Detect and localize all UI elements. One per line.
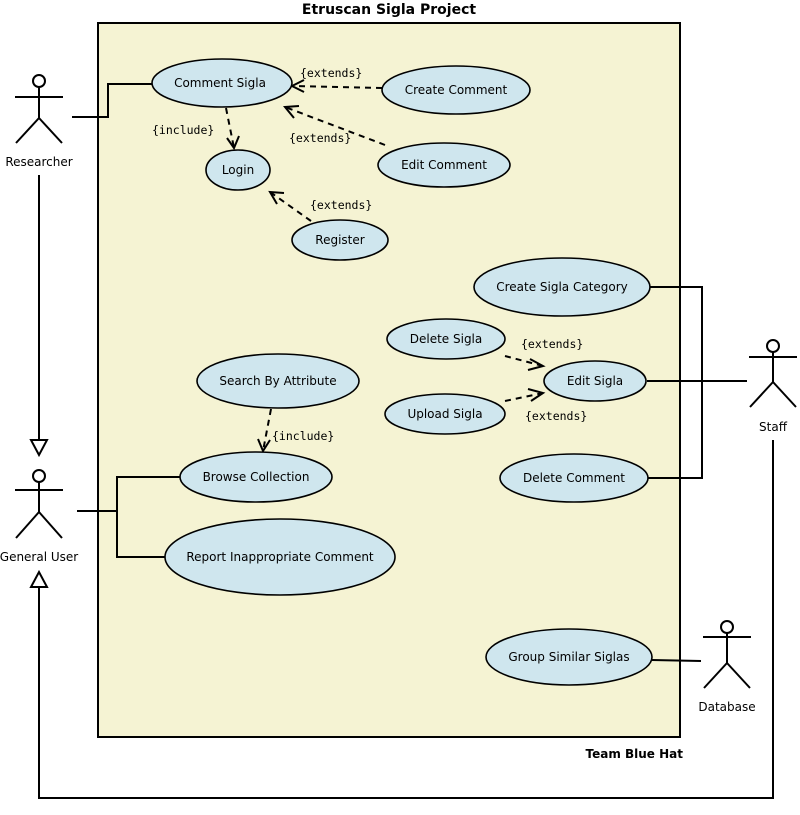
stick-figure-icon (749, 339, 797, 408)
dep-arrow-browse (257, 438, 271, 454)
use-case-label: Create Sigla Category (496, 280, 628, 294)
use-case-delete-sigla[interactable]: Delete Sigla (386, 318, 506, 360)
dep-arrow-login (226, 135, 240, 151)
use-case-label: Group Similar Siglas (508, 650, 629, 664)
generalization-arrowhead-down (29, 439, 49, 458)
use-case-create-sigla-category[interactable]: Create Sigla Category (473, 257, 651, 317)
actor-label: Researcher (5, 155, 72, 169)
use-case-label: Delete Sigla (410, 332, 483, 346)
use-case-edit-comment[interactable]: Edit Comment (377, 142, 511, 188)
assoc-researcher-comment-sigla (72, 83, 152, 118)
generalization-arrowhead-up (29, 569, 49, 588)
use-case-label: Browse Collection (203, 470, 310, 484)
actor-label: Staff (759, 420, 788, 434)
actor-general-user[interactable]: General User (0, 469, 78, 564)
actor-label: General User (0, 550, 78, 564)
use-case-label: Search By Attribute (219, 374, 336, 388)
actor-database[interactable]: Database (698, 620, 756, 714)
stick-figure-icon (15, 74, 63, 144)
dep-arrow-upload-sigla (527, 388, 546, 402)
label-extends-register: {extends} (310, 198, 372, 212)
dep-arrow-edit-comment (283, 105, 300, 119)
dep-comment-sigla-include-login (225, 107, 235, 149)
dep-arrow-register (268, 190, 285, 205)
assoc-general-user-report (116, 511, 165, 558)
use-case-label: Create Comment (405, 83, 508, 97)
dep-edit-comment-extends (284, 106, 386, 146)
team-label: Team Blue Hat (585, 747, 683, 761)
label-extends-edit-comment: {extends} (289, 131, 351, 145)
stick-figure-icon (15, 469, 63, 539)
generalizations (29, 175, 774, 799)
use-case-search-by-attribute[interactable]: Search By Attribute (196, 353, 360, 409)
dep-create-comment-extends (291, 85, 383, 89)
use-case-label: Edit Comment (401, 158, 487, 172)
stereotype-labels: {extends} {extends} {include} {extends} … (152, 66, 587, 443)
use-case-login[interactable]: Login (205, 149, 271, 191)
actor-researcher[interactable]: Researcher (5, 74, 73, 169)
use-case-create-comment[interactable]: Create Comment (381, 65, 531, 115)
use-case-label: Upload Sigla (407, 407, 482, 421)
label-include-browse: {include} (272, 429, 334, 443)
use-case-comment-sigla[interactable]: Comment Sigla (151, 58, 293, 108)
dep-register-extends (269, 191, 312, 222)
use-case-label: Delete Comment (523, 471, 625, 485)
dep-arrow-delete-sigla (527, 358, 546, 371)
stick-figure-icon (703, 620, 751, 689)
use-case-edit-sigla[interactable]: Edit Sigla (543, 360, 647, 402)
assoc-general-user-browse (77, 476, 180, 512)
label-include-login: {include} (152, 123, 214, 137)
label-extends-create-comment: {extends} (300, 66, 362, 80)
use-case-label: Report Inappropriate Comment (186, 550, 374, 564)
use-case-browse-collection[interactable]: Browse Collection (179, 451, 333, 503)
use-case-delete-comment[interactable]: Delete Comment (499, 453, 649, 503)
label-extends-delete-sigla: {extends} (521, 337, 583, 351)
generalization-staff-general-user (38, 440, 774, 799)
use-case-group-similar-siglas[interactable]: Group Similar Siglas (485, 628, 653, 686)
associations (72, 83, 747, 662)
dep-search-include-browse (262, 408, 272, 452)
use-case-label: Comment Sigla (174, 76, 266, 90)
actor-staff[interactable]: Staff (749, 339, 797, 434)
assoc-staff-create-delete (648, 286, 703, 479)
use-case-label: Edit Sigla (567, 374, 623, 388)
use-case-report-inappropriate-comment[interactable]: Report Inappropriate Comment (164, 518, 396, 596)
use-case-label: Login (222, 163, 254, 177)
diagram-title: Etruscan Sigla Project (302, 2, 476, 18)
use-case-label: Register (315, 233, 364, 247)
actor-label: Database (698, 700, 755, 714)
assoc-database-group (651, 659, 702, 662)
label-extends-upload-sigla: {extends} (525, 409, 587, 423)
use-case-upload-sigla[interactable]: Upload Sigla (384, 393, 506, 435)
use-case-register[interactable]: Register (291, 219, 389, 261)
